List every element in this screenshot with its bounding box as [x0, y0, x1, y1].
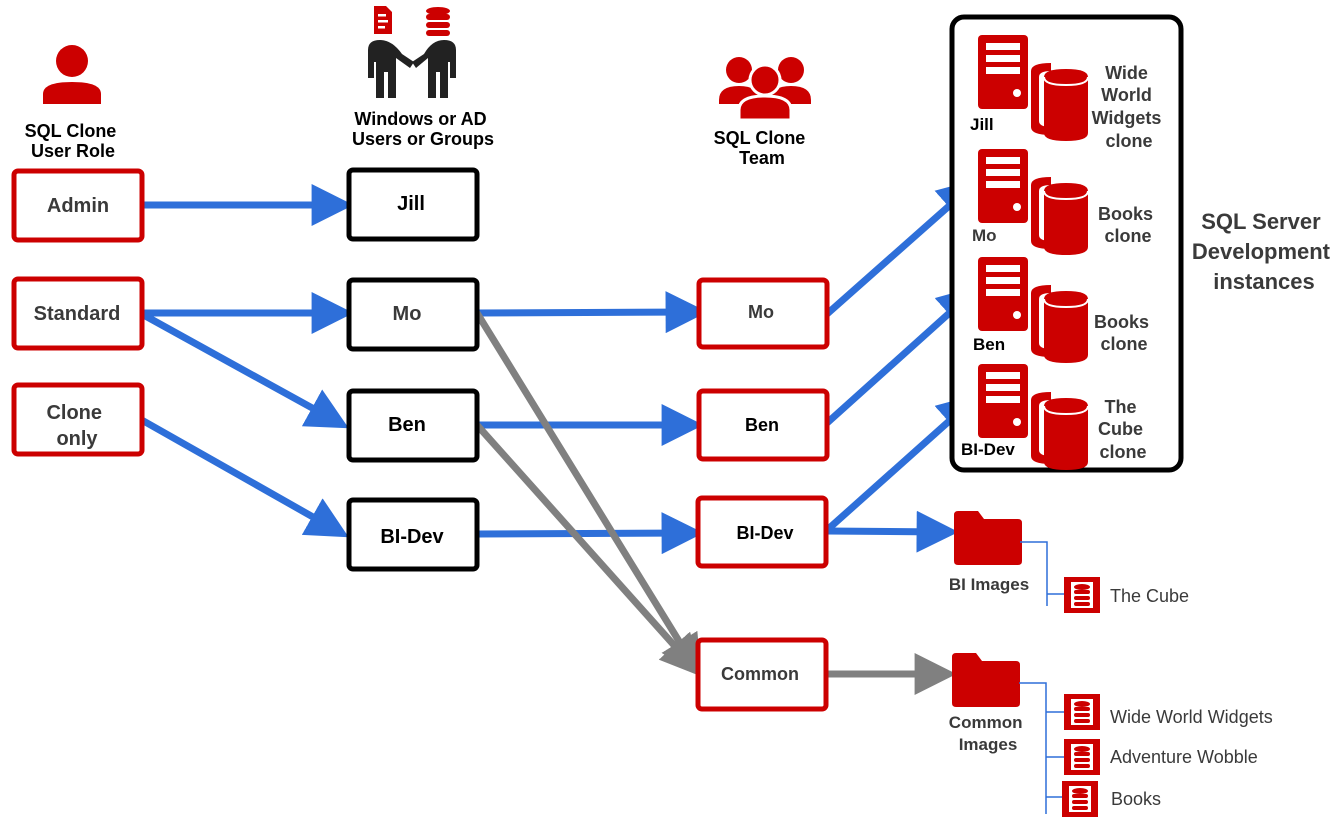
database-image-icon — [1064, 739, 1100, 775]
instance-bi-dev[interactable]: BI-Dev The Cube clone — [961, 364, 1148, 471]
header-ad-users: Windows or AD Users or Groups — [352, 109, 494, 149]
tree-lines-bi — [1020, 541, 1064, 606]
server-icon — [978, 35, 1028, 109]
role-label: Admin — [47, 195, 109, 217]
arrow-role-clone_only-to-user-bidev — [136, 415, 349, 538]
database-image-icon — [1064, 694, 1100, 730]
arrow-user-mo-to-team-mo — [473, 291, 708, 334]
user-ben[interactable]: Ben — [346, 388, 480, 463]
image-the-cube[interactable]: The Cube — [1064, 577, 1189, 613]
team-label: Common — [721, 664, 799, 684]
instance-ben[interactable]: Ben Books clone — [973, 257, 1154, 364]
arrow-team-bidev-to-folder-bi — [822, 510, 959, 553]
instance-mo[interactable]: Mo Books clone — [972, 149, 1158, 256]
folder-icon — [954, 511, 1022, 565]
image-books[interactable]: Books — [1062, 781, 1161, 817]
instance-clone: The Cube clone — [1098, 397, 1148, 462]
group-icon — [719, 57, 811, 122]
user-label: BI-Dev — [380, 526, 444, 548]
instance-clone: Wide World Widgets clone — [1092, 63, 1167, 151]
folder-label: BI Images — [949, 575, 1029, 594]
server-icon — [978, 149, 1028, 223]
image-label: The Cube — [1110, 586, 1189, 606]
image-label: Books — [1111, 789, 1161, 809]
image-label: Adventure Wobble — [1110, 747, 1258, 767]
database-image-icon — [1064, 577, 1100, 613]
user-mo[interactable]: Mo — [346, 277, 480, 352]
instance-jill[interactable]: Jill Wide World Widgets clone — [970, 35, 1166, 151]
user-label: Mo — [393, 303, 422, 325]
team-label: BI-Dev — [736, 523, 793, 543]
role-label: Clone only — [46, 402, 107, 450]
user-label: Jill — [397, 193, 425, 215]
database-image-icon — [1062, 781, 1098, 817]
instances-title: SQL Server Development instances — [1192, 209, 1336, 294]
arrow-role-standard-to-user-ben — [136, 309, 349, 429]
tree-lines-common — [1019, 682, 1064, 814]
server-icon — [978, 364, 1028, 438]
instance-owner: Ben — [973, 335, 1005, 354]
image-label: Wide World Widgets — [1110, 707, 1273, 727]
instance-owner: Jill — [970, 115, 994, 134]
connectors — [136, 178, 980, 695]
header-user-role: SQL Clone User Role — [25, 121, 122, 161]
arrow-team-mo-to-instance-1 — [823, 178, 980, 318]
team-bi-dev[interactable]: BI-Dev — [695, 495, 829, 569]
team-label: Mo — [748, 302, 774, 322]
folder-bi-images[interactable]: BI Images — [949, 511, 1029, 594]
arrow-user-bidev-to-team-bidev — [473, 512, 704, 555]
instance-owner: Mo — [972, 226, 997, 245]
handshake-icon — [368, 6, 456, 98]
arrow-team-ben-to-instance-2 — [823, 285, 980, 427]
arrow-user-mo-to-team-common — [473, 309, 702, 678]
folder-label: Common Images — [949, 713, 1027, 754]
user-label: Ben — [388, 414, 426, 436]
instance-owner: BI-Dev — [961, 440, 1015, 459]
image-adventure-wobble[interactable]: Adventure Wobble — [1064, 739, 1258, 775]
team-common[interactable]: Common — [695, 637, 829, 712]
folder-icon — [952, 653, 1020, 707]
person-icon — [43, 45, 101, 104]
arrow-user-ben-to-team-common — [473, 421, 703, 677]
image-wide-world-widgets[interactable]: Wide World Widgets — [1064, 694, 1273, 730]
folder-common-images[interactable]: Common Images — [949, 653, 1027, 754]
user-jill[interactable]: Jill — [346, 167, 480, 242]
server-icon — [978, 257, 1028, 331]
team-mo[interactable]: Mo — [696, 277, 830, 350]
role-standard[interactable]: Standard — [11, 276, 145, 351]
role-admin[interactable]: Admin — [11, 168, 145, 243]
arrow-team-bidev-to-instance-3 — [822, 393, 980, 535]
header-team: SQL Clone Team — [714, 128, 811, 168]
user-bi-dev[interactable]: BI-Dev — [346, 497, 480, 572]
team-ben[interactable]: Ben — [696, 388, 830, 462]
role-clone-only[interactable]: Clone only — [11, 382, 145, 457]
role-label: Standard — [34, 303, 121, 325]
instance-clone: Books clone — [1098, 204, 1158, 246]
team-label: Ben — [745, 415, 779, 435]
instance-clone: Books clone — [1094, 312, 1154, 354]
